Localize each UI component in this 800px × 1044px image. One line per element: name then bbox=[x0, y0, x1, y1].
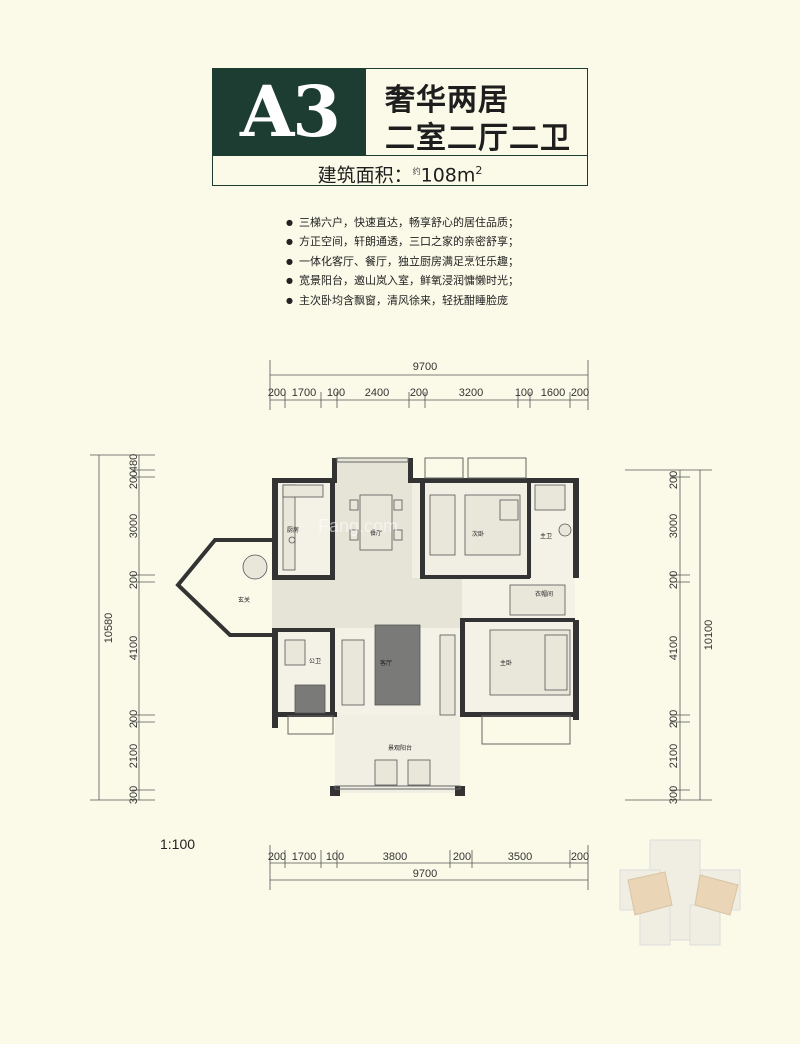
bottom-dim-segment: 100 bbox=[326, 851, 344, 863]
left-dim-segment: 3000 bbox=[128, 514, 140, 538]
feature-item: 主次卧均含飘窗，清风徐来，轻抚酣睡脸庞 bbox=[286, 291, 519, 310]
unit-code-badge: A3 bbox=[213, 69, 366, 155]
room-label-public-bath: 公卫 bbox=[309, 658, 321, 665]
area-row: 建筑面积：约108m2 bbox=[213, 157, 587, 187]
bottom-dim-segment: 3800 bbox=[383, 851, 407, 863]
right-dim-segment: 3000 bbox=[668, 514, 680, 538]
top-dim-segment: 200 bbox=[268, 387, 286, 399]
entrance-bay bbox=[175, 538, 272, 637]
left-dim-segment: 200 bbox=[128, 571, 140, 589]
left-dim-segment: 2100 bbox=[128, 744, 140, 768]
right-total-dimension: 10100 bbox=[703, 620, 715, 651]
unit-layout: 二室二厅二卫 bbox=[385, 121, 571, 156]
bottom-dim-segment: 200 bbox=[571, 851, 589, 863]
bottom-dim-segment: 200 bbox=[268, 851, 286, 863]
scale-label: 1:100 bbox=[160, 836, 196, 852]
area-unit-sup: 2 bbox=[475, 164, 483, 177]
left-dim-segment: 480 bbox=[128, 454, 140, 472]
header-divider bbox=[213, 155, 587, 156]
area-label: 建筑面积： bbox=[317, 164, 413, 187]
bottom-dim-segment: 3500 bbox=[508, 851, 532, 863]
right-dim-segment: 2100 bbox=[668, 744, 680, 768]
area-value: 108m bbox=[420, 164, 476, 187]
left-dim-segment: 200 bbox=[128, 471, 140, 489]
top-dim-segment: 1600 bbox=[541, 387, 565, 399]
plan-windows bbox=[287, 457, 571, 790]
top-total-dimension: 9700 bbox=[413, 361, 437, 373]
bottom-dim-segment: 1700 bbox=[292, 851, 316, 863]
right-dim-segment: 300 bbox=[668, 786, 680, 804]
plan-furniture bbox=[242, 484, 572, 786]
bottom-dimension bbox=[269, 845, 589, 890]
top-dim-segment: 3200 bbox=[459, 387, 483, 399]
top-dimension bbox=[269, 360, 589, 410]
left-dim-segment: 4100 bbox=[128, 636, 140, 660]
left-total-dimension: 10580 bbox=[103, 613, 115, 644]
top-dim-segment: 1700 bbox=[292, 387, 316, 399]
room-label-kitchen: 厨房 bbox=[287, 526, 299, 534]
feature-item: 一体化客厅、餐厅，独立厨房满足烹饪乐趣； bbox=[286, 252, 519, 271]
top-dim-segment: 100 bbox=[515, 387, 533, 399]
top-dim-segment: 200 bbox=[571, 387, 589, 399]
top-dim-segment: 100 bbox=[327, 387, 345, 399]
unit-header: A3 奢华两居 二室二厅二卫 建筑面积：约108m2 bbox=[212, 68, 588, 186]
room-label-master-bedroom: 主卧 bbox=[500, 659, 512, 667]
bottom-dim-segment: 200 bbox=[453, 851, 471, 863]
left-dimension bbox=[90, 454, 155, 801]
watermark: Fang.com bbox=[318, 516, 398, 536]
right-dimension bbox=[625, 469, 712, 801]
right-dim-segment: 200 bbox=[668, 471, 680, 489]
room-label-dining: 餐厅 bbox=[370, 529, 382, 537]
left-dim-segment: 300 bbox=[128, 786, 140, 804]
feature-item: 方正空间，轩朗通透，三口之家的亲密舒享； bbox=[286, 232, 519, 251]
room-label-second-bedroom: 次卧 bbox=[472, 530, 484, 538]
right-dim-segment: 4100 bbox=[668, 636, 680, 660]
bottom-total-dimension: 9700 bbox=[413, 868, 437, 880]
top-dim-segment: 2400 bbox=[365, 387, 389, 399]
feature-item: 宽景阳台，邀山岚入室，鲜氧浸润慵懒时光； bbox=[286, 271, 519, 290]
unit-title: 奢华两居 bbox=[385, 83, 509, 118]
room-label-entrance: 玄关 bbox=[238, 596, 250, 604]
right-dim-segment: 200 bbox=[668, 710, 680, 728]
approx-mark: 约 bbox=[412, 167, 421, 176]
feature-item: 三梯六户，快速直达，畅享舒心的居住品质； bbox=[286, 213, 519, 232]
plan-walls bbox=[272, 458, 579, 796]
left-dim-segment: 200 bbox=[128, 710, 140, 728]
room-label-master-bath: 主卫 bbox=[540, 532, 552, 540]
right-dim-segment: 200 bbox=[668, 571, 680, 589]
feature-list: 三梯六户，快速直达，畅享舒心的居住品质； 方正空间，轩朗通透，三口之家的亲密舒享… bbox=[286, 213, 519, 310]
room-label-living: 客厅 bbox=[380, 659, 392, 667]
key-plan bbox=[619, 839, 741, 946]
top-dim-segment: 200 bbox=[410, 387, 428, 399]
room-label-balcony: 景观阳台 bbox=[388, 744, 412, 752]
room-label-closet: 衣帽间 bbox=[535, 590, 553, 598]
